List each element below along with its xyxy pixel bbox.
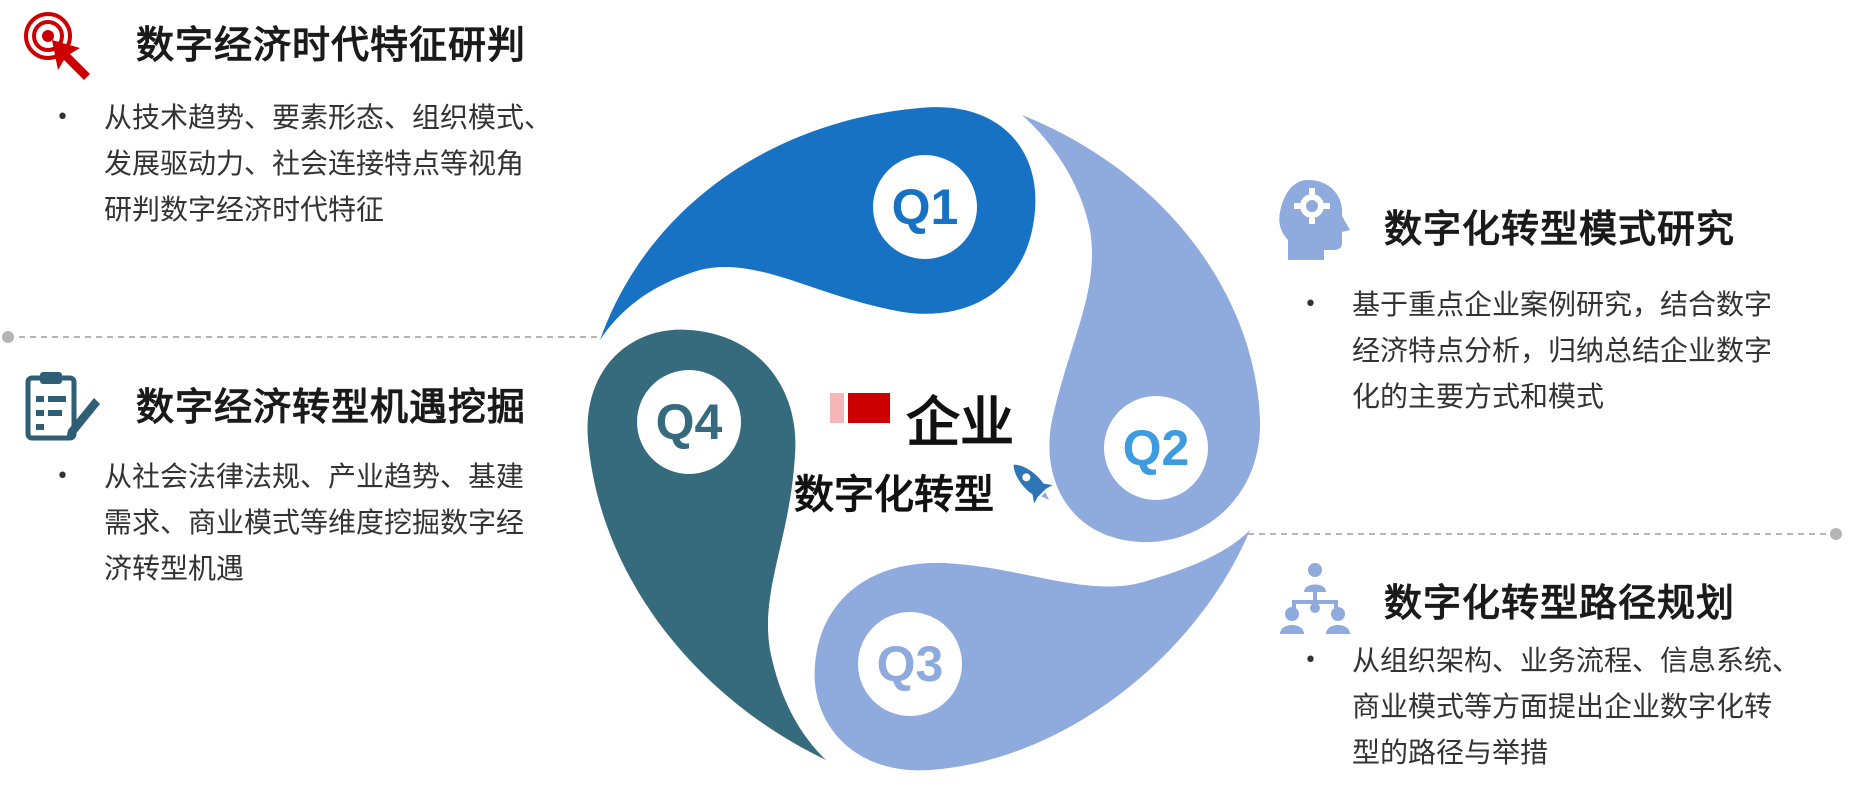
body-line: 需求、商业模式等维度挖掘数字经: [104, 506, 525, 539]
center-subtitle: 数字化转型: [794, 472, 994, 518]
body-line: 型的路径与举措: [1352, 736, 1549, 769]
right-connector-dot: [1830, 528, 1842, 540]
q3-label: Q3: [877, 636, 944, 692]
bullet: •: [1304, 292, 1317, 317]
bullet: •: [1304, 648, 1317, 673]
body-line: 基于重点企业案例研究，结合数字: [1352, 288, 1773, 321]
q2-label: Q2: [1123, 420, 1190, 476]
accent-mark: [848, 393, 890, 423]
body-line: 研判数字经济时代特征: [104, 193, 385, 226]
bottom-right-title: 数字化转型路径规划: [1384, 581, 1736, 625]
target-click-icon: [24, 12, 90, 80]
team-hierarchy-icon: [1280, 563, 1350, 634]
bullet: •: [56, 464, 69, 489]
top-right-title: 数字化转型模式研究: [1384, 207, 1736, 251]
q1-badge: [873, 155, 977, 259]
q2-badge: [1104, 396, 1208, 500]
bottom-right-body: • 从组织架构、业务流程、信息系统、 商业模式等方面提出企业数字化转 型的路径与…: [1304, 638, 1801, 776]
body-line: 从技术趋势、要素形态、组织模式、: [104, 101, 553, 134]
rocket-icon: [1013, 464, 1053, 504]
center-title: 企业: [906, 391, 1014, 454]
q3-badge: [858, 612, 962, 716]
top-left-body: • 从技术趋势、要素形态、组织模式、 发展驱动力、社会连接特点等视角 研判数字经…: [56, 95, 553, 233]
top-left-title: 数字经济时代特征研判: [136, 23, 527, 67]
left-connector-dot: [2, 331, 14, 343]
mid-left-title: 数字经济转型机遇挖掘: [136, 385, 527, 429]
bullet: •: [56, 105, 69, 130]
body-line: 从社会法律法规、产业趋势、基建: [104, 460, 525, 493]
clipboard-pencil-icon: [25, 372, 100, 441]
top-right-body: • 基于重点企业案例研究，结合数字 经济特点分析，归纳总结企业数字 化的主要方式…: [1304, 282, 1773, 420]
mid-left-body: • 从社会法律法规、产业趋势、基建 需求、商业模式等维度挖掘数字经 济转型机遇: [56, 454, 525, 592]
q4-badge: [637, 370, 741, 474]
accent-mark-light: [830, 393, 844, 423]
body-line: 济转型机遇: [104, 552, 245, 585]
q4-label: Q4: [656, 394, 723, 450]
q1-label: Q1: [892, 179, 959, 235]
body-line: 从组织架构、业务流程、信息系统、: [1352, 644, 1801, 677]
body-line: 经济特点分析，归纳总结企业数字: [1352, 334, 1773, 367]
body-line: 化的主要方式和模式: [1352, 380, 1605, 413]
body-line: 商业模式等方面提出企业数字化转: [1352, 690, 1773, 723]
body-line: 发展驱动力、社会连接特点等视角: [104, 147, 525, 180]
head-gear-icon: [1279, 180, 1350, 260]
